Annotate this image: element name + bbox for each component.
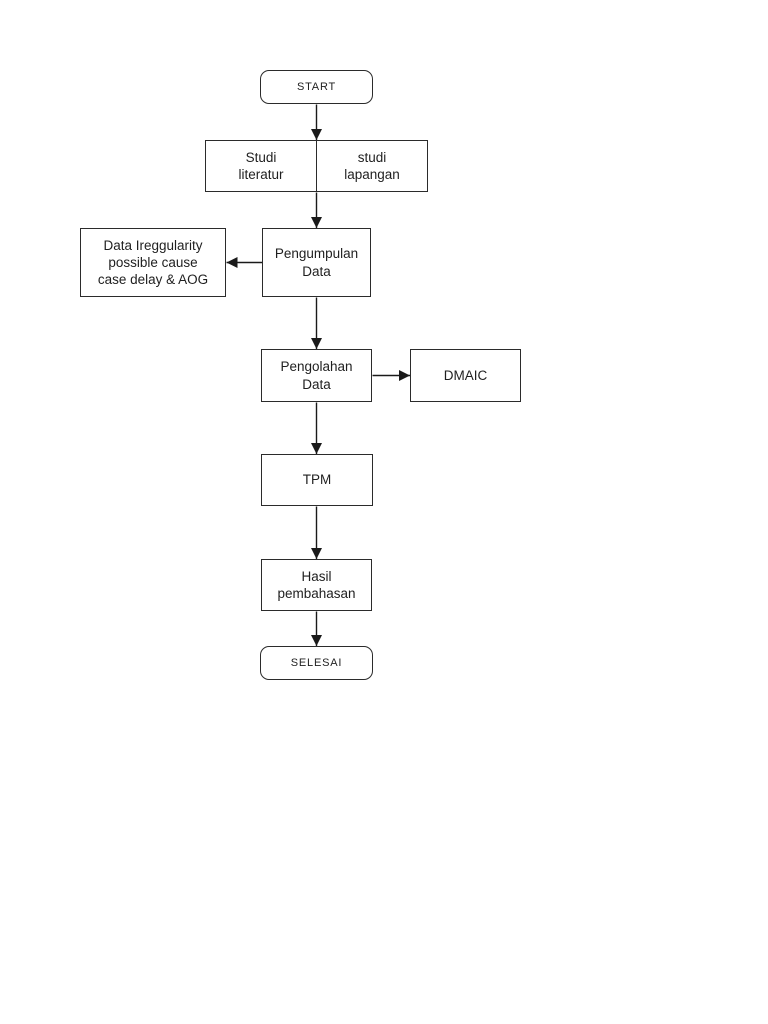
- node-pengumpulan-data: Pengumpulan Data: [262, 228, 371, 297]
- node-studi-literatur: Studi literatur: [238, 149, 284, 182]
- node-selesai: SELESAI: [260, 646, 373, 680]
- node-data-irregularity: Data Ireggularity possible cause case de…: [80, 228, 226, 297]
- node-studi-lapangan: studi lapangan: [316, 141, 427, 191]
- node-dmaic: DMAIC: [410, 349, 521, 402]
- node-pengolahan-data: Pengolahan Data: [261, 349, 372, 402]
- node-tpm: TPM: [261, 454, 373, 506]
- node-start: START: [260, 70, 373, 104]
- node-hasil-pembahasan: Hasil pembahasan: [261, 559, 372, 611]
- node-studi: Studi literatur studi lapangan: [205, 140, 428, 192]
